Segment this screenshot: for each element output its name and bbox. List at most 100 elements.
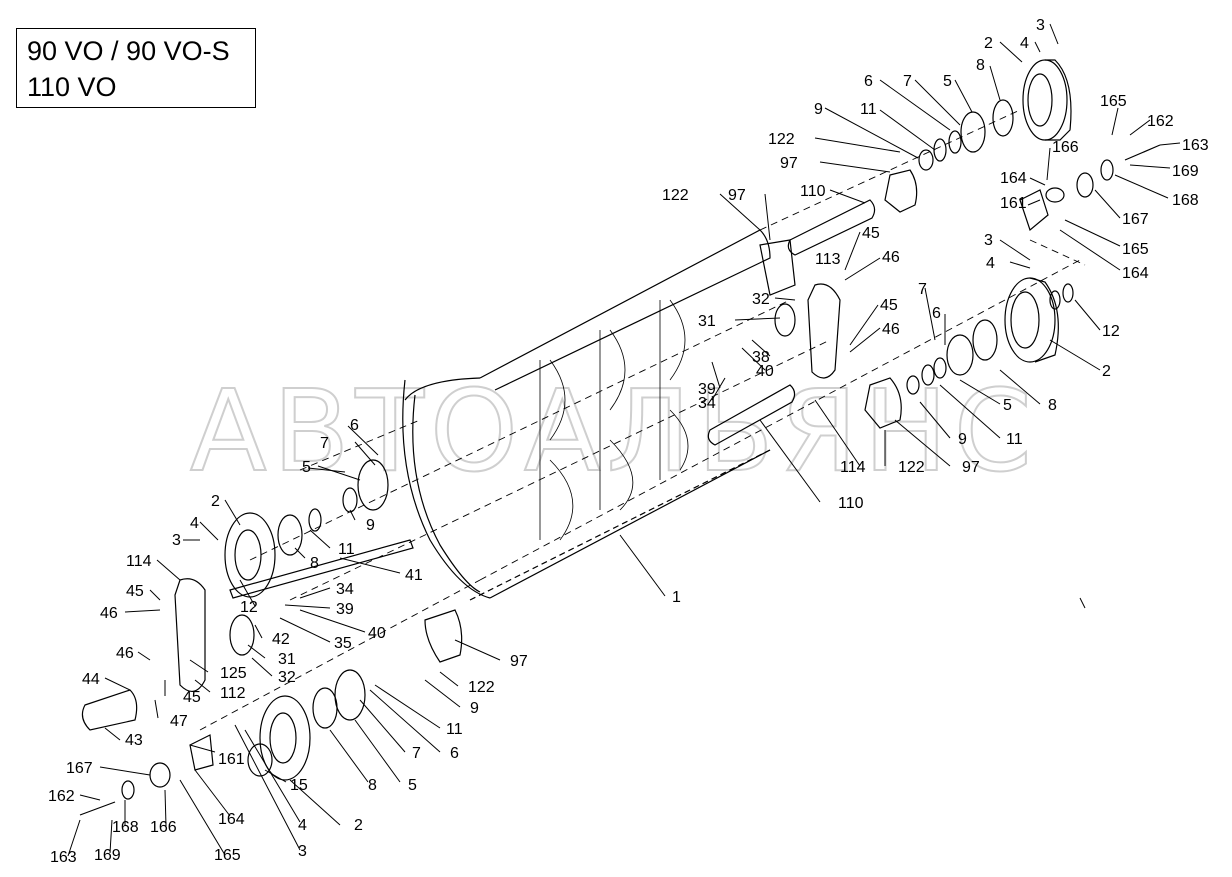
coupling-43 bbox=[81, 689, 138, 731]
callout-label: 3 bbox=[984, 232, 993, 249]
parts-drawing bbox=[79, 59, 1161, 816]
callout-label: 34 bbox=[698, 395, 716, 412]
callout-label: 8 bbox=[368, 777, 377, 794]
callout-label: 6 bbox=[864, 73, 873, 90]
chain-drive-114-left bbox=[174, 578, 206, 692]
bearing-8-upper bbox=[992, 99, 1014, 137]
callout-label: 122 bbox=[898, 459, 925, 476]
ring-9-middle bbox=[906, 375, 920, 395]
callout-label: 38 bbox=[752, 349, 770, 366]
callout-label: 39 bbox=[336, 601, 354, 618]
callout-label: 164 bbox=[1122, 265, 1149, 282]
callout-label: 164 bbox=[218, 811, 245, 828]
left-lower-flange-housing bbox=[259, 695, 311, 781]
chain-drive-113 bbox=[807, 283, 841, 379]
callout-label: 3 bbox=[298, 843, 307, 860]
bearing-8-left-upper bbox=[277, 514, 303, 556]
callout-label: 167 bbox=[66, 760, 93, 777]
callout-label: 46 bbox=[116, 645, 134, 662]
callout-label: 12 bbox=[1102, 323, 1120, 340]
callout-label: 45 bbox=[126, 583, 144, 600]
drum-body bbox=[402, 229, 771, 601]
callout-label: 166 bbox=[1052, 139, 1079, 156]
callout-label: 168 bbox=[1172, 192, 1199, 209]
callout-label: 122 bbox=[468, 679, 495, 696]
callout-label: 40 bbox=[756, 363, 774, 380]
callout-label: 40 bbox=[368, 625, 386, 642]
bearing-block-97-lower bbox=[424, 609, 463, 663]
callout-label: 125 bbox=[220, 665, 247, 682]
callout-label: 165 bbox=[214, 847, 241, 864]
callout-label: 7 bbox=[412, 745, 421, 762]
callout-label: 4 bbox=[1020, 35, 1029, 52]
sprocket-31-left bbox=[229, 614, 255, 656]
callout-label: 97 bbox=[728, 187, 746, 204]
callout-label: 169 bbox=[1172, 163, 1199, 180]
callout-label: 31 bbox=[698, 313, 716, 330]
plate-161-upper bbox=[1019, 189, 1049, 232]
callout-label: 42 bbox=[272, 631, 290, 648]
bearing-block-97-upper bbox=[884, 169, 918, 213]
ring-11-upper bbox=[933, 138, 947, 162]
callout-label: 5 bbox=[943, 73, 952, 90]
bearing-block-97-top bbox=[759, 239, 796, 296]
callout-label: 167 bbox=[1122, 211, 1149, 228]
callout-label: 165 bbox=[1122, 241, 1149, 258]
callout-label: 2 bbox=[984, 35, 993, 52]
callout-label: 45 bbox=[880, 297, 898, 314]
upper-right-flange-housing bbox=[1022, 59, 1072, 141]
callout-label: 2 bbox=[354, 817, 363, 834]
callout-label: 6 bbox=[932, 305, 941, 322]
callout-label: 9 bbox=[366, 517, 375, 534]
callout-label: 163 bbox=[50, 849, 77, 866]
callout-label: 5 bbox=[1003, 397, 1012, 414]
callout-label: 8 bbox=[1048, 397, 1057, 414]
watermark-text: АВТОАЛЬЯНС bbox=[190, 367, 1038, 497]
callout-label: 45 bbox=[862, 225, 880, 242]
callout-label: 9 bbox=[814, 101, 823, 118]
callout-label: 168 bbox=[112, 819, 139, 836]
callout-label: 11 bbox=[338, 541, 355, 558]
callout-label: 110 bbox=[838, 495, 864, 512]
model-title-line-1: 90 VO / 90 VO-S bbox=[27, 36, 230, 66]
middle-right-flange-housing bbox=[1004, 277, 1059, 363]
part-168-lower bbox=[121, 780, 135, 800]
callout-label: 32 bbox=[278, 669, 296, 686]
callout-label: 9 bbox=[958, 431, 967, 448]
ring-9-upper bbox=[918, 149, 934, 171]
callout-label: 8 bbox=[310, 555, 319, 572]
callout-label: 97 bbox=[780, 155, 798, 172]
bearing-8-left-lower bbox=[312, 687, 338, 729]
part-167-lower bbox=[149, 762, 171, 788]
shaft-41 bbox=[229, 539, 414, 599]
callout-label: 35 bbox=[334, 635, 352, 652]
sprocket-31-right bbox=[774, 303, 796, 337]
callout-label: 161 bbox=[218, 751, 245, 768]
callout-label: 122 bbox=[768, 131, 795, 148]
callout-label: 114 bbox=[840, 459, 866, 476]
callout-label: 3 bbox=[172, 532, 181, 549]
callout-label: 46 bbox=[882, 321, 900, 338]
seal-5-middle bbox=[946, 334, 974, 376]
callout-label: 166 bbox=[150, 819, 177, 836]
part-168-upper bbox=[1100, 159, 1114, 181]
ring-12-right-b bbox=[1062, 283, 1074, 303]
callout-label: 8 bbox=[976, 57, 985, 74]
ring-6-middle bbox=[933, 357, 947, 379]
callout-label: 6 bbox=[450, 745, 459, 762]
shaft-110-upper bbox=[787, 199, 876, 256]
callout-label: 112 bbox=[220, 685, 246, 702]
callout-label: 7 bbox=[320, 435, 329, 452]
bearing-8-middle bbox=[972, 319, 998, 361]
plate-161-lower bbox=[189, 734, 214, 771]
callout-label: 15 bbox=[290, 777, 308, 794]
callout-label: 43 bbox=[125, 732, 143, 749]
callout-label: 97 bbox=[510, 653, 528, 670]
callout-label: 45 bbox=[183, 689, 201, 706]
callout-label: 9 bbox=[470, 700, 479, 717]
callout-label: 113 bbox=[815, 251, 841, 268]
callout-label: 164 bbox=[1000, 170, 1027, 187]
part-167-upper bbox=[1076, 172, 1094, 198]
callout-label: 97 bbox=[962, 459, 980, 476]
callout-label: 47 bbox=[170, 713, 188, 730]
